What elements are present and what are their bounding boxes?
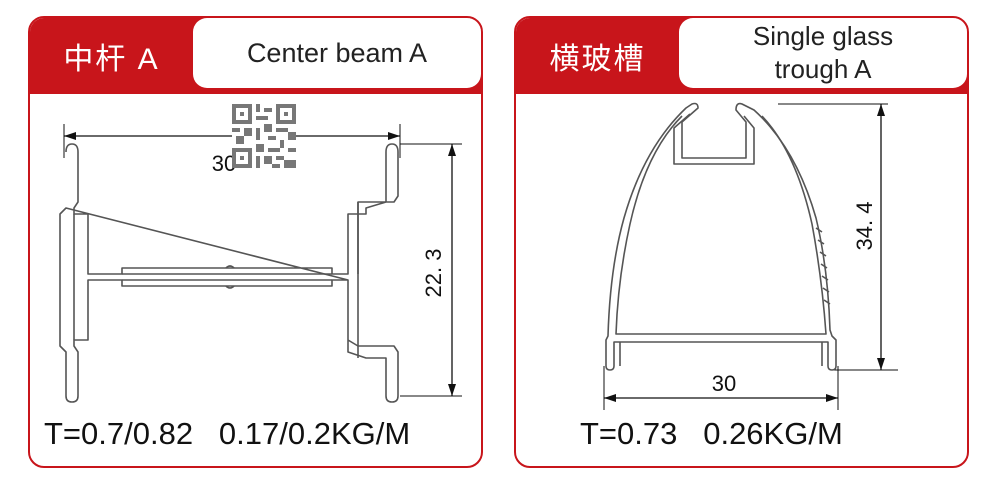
product-name-label: Center beam A	[193, 18, 481, 88]
center-beam-profile-drawing: 30 22. 3	[59, 124, 462, 403]
width-arrow-right	[388, 132, 400, 140]
product-card-center-beam: 中杆 A Center beam A 30 22. 3	[28, 16, 483, 468]
width-arrow-right	[826, 394, 838, 402]
width-arrow-left	[604, 394, 616, 402]
center-beam-profile	[59, 143, 399, 403]
height-arrow-bottom	[448, 384, 456, 396]
product-name-line2: trough A	[774, 54, 872, 84]
product-name-label: Single glass trough A	[679, 18, 967, 88]
spec-label: T=0.7/0.82 0.17/0.2KG/M	[44, 416, 411, 451]
width-dimension-text: 30	[712, 371, 736, 396]
glass-trough-profile-drawing: 34. 4 30	[603, 102, 898, 410]
height-arrow-top	[877, 104, 885, 116]
product-card-glass-trough: 横玻槽 Single glass trough A 34. 4 30	[514, 16, 969, 468]
qr-code-icon	[232, 104, 296, 168]
height-arrow-top	[448, 144, 456, 156]
width-arrow-left	[64, 132, 76, 140]
height-dimension-text: 22. 3	[421, 249, 446, 298]
product-name-line1: Single glass	[752, 21, 894, 51]
spec-label: T=0.73 0.26KG/M	[580, 416, 843, 451]
glass-trough-profile	[605, 102, 837, 371]
height-arrow-bottom	[877, 358, 885, 370]
product-code-label: 横玻槽	[549, 43, 646, 76]
product-code-label: 中杆 A	[63, 43, 160, 76]
height-dimension-text: 34. 4	[852, 202, 877, 251]
